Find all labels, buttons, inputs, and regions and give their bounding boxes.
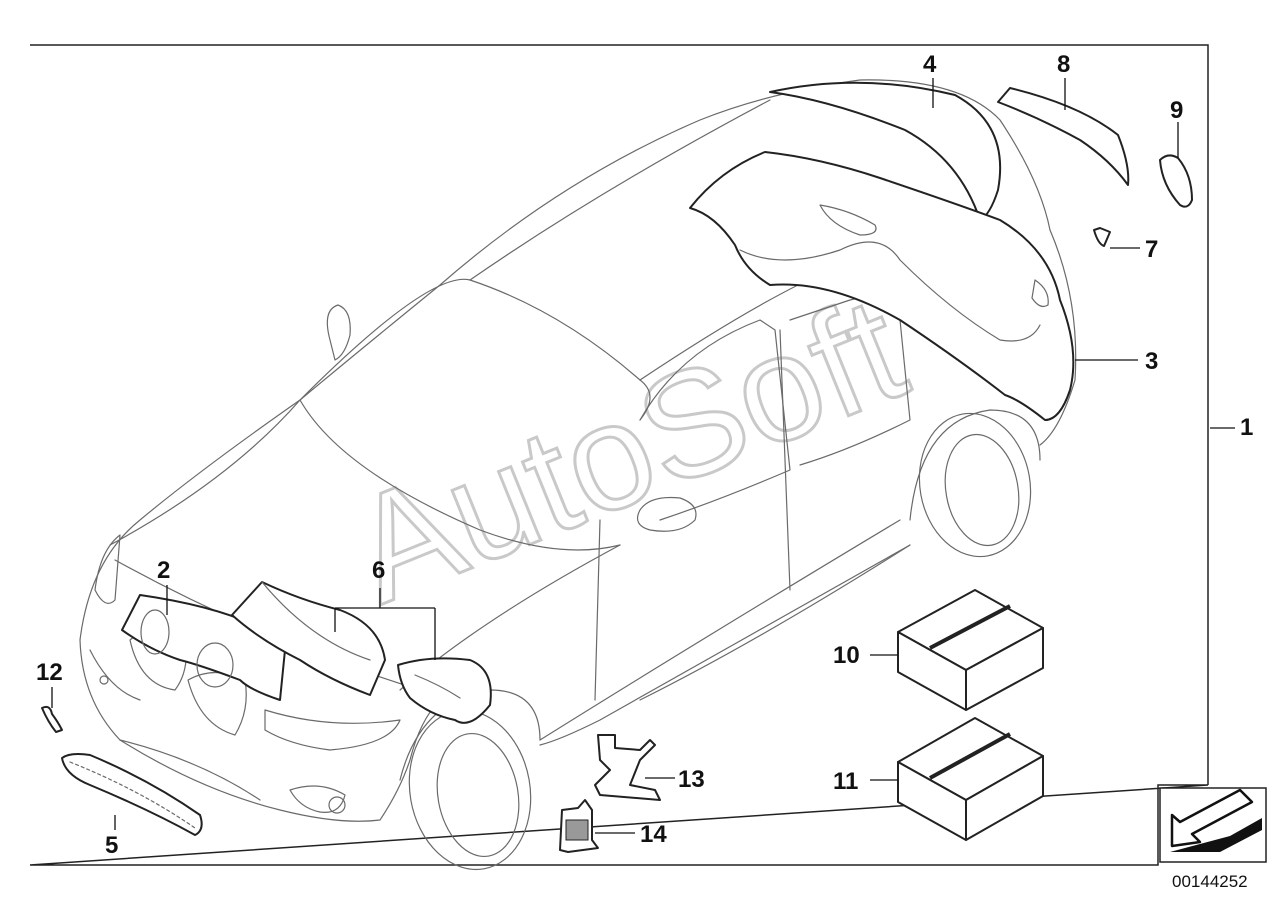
arrow-left-down-icon[interactable] [1159,787,1267,863]
callout-6: 6 [372,557,385,584]
callout-11: 11 [833,768,858,795]
callout-9: 9 [1170,97,1183,124]
part-9-reflector [1159,154,1193,208]
callout-5: 5 [105,832,118,859]
callout-1: 1 [1240,414,1253,441]
part-3-rear-bumper [689,151,1075,421]
part-8-rear-trim [997,87,1130,186]
part-4-roof-panel [769,81,1002,221]
part-11-box [897,717,1044,841]
leader-lines [51,78,1235,834]
car-outline [79,79,1077,871]
part-7-trim-piece [1093,227,1111,247]
part-5-lower-grille [61,753,203,836]
callout-2: 2 [157,557,170,584]
callout-7: 7 [1145,236,1158,263]
callout-12: 12 [36,659,63,686]
part-10-box [897,589,1044,711]
callout-3: 3 [1145,348,1158,375]
callout-4: 4 [923,51,937,78]
callout-13: 13 [678,766,705,793]
watermark-text: AutoSoft [329,263,925,634]
part-6-air-duct-right [397,657,492,724]
diagram-frame [29,44,1209,866]
part-13-bracket [594,734,661,801]
part-6-air-duct-left [231,581,386,696]
callout-14: 14 [640,821,667,848]
reference-number: 00144252 [1172,872,1248,891]
part-12-clip [41,705,63,733]
callout-10: 10 [833,642,860,669]
callout-8: 8 [1057,51,1070,78]
